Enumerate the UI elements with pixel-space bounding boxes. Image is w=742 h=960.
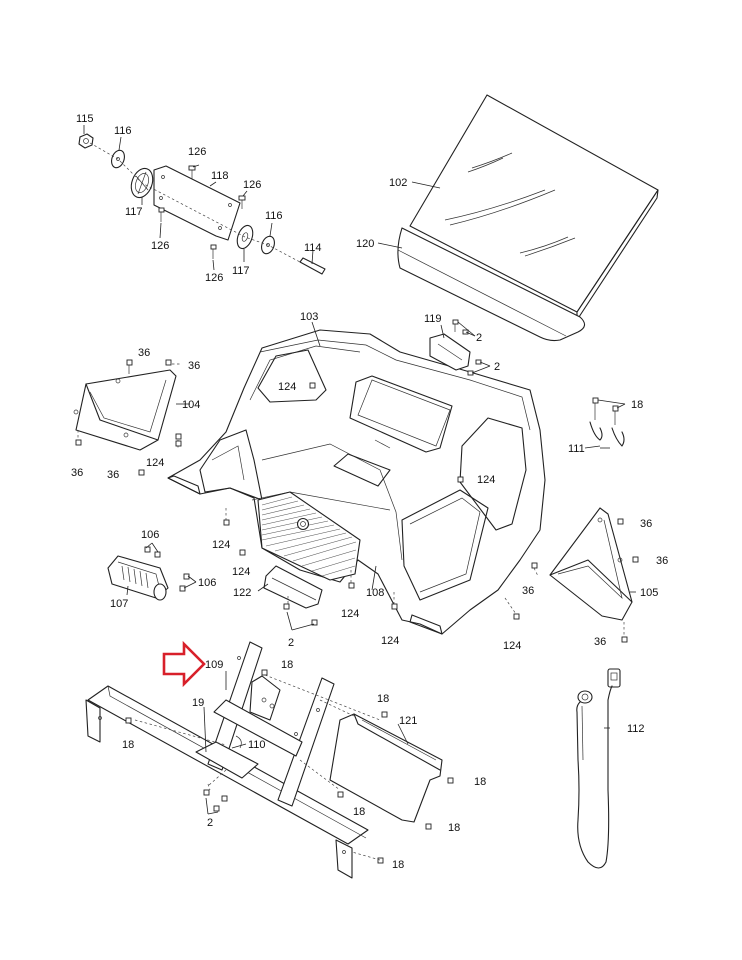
side-tray-104 — [73, 359, 182, 476]
label-124-e: 124 — [232, 566, 250, 578]
label-115: 115 — [76, 113, 94, 125]
label-2-d: 2 — [207, 817, 213, 829]
alignment-lines — [134, 674, 381, 861]
label-108: 108 — [366, 587, 384, 599]
label-117-right: 117 — [232, 265, 250, 277]
upright-frame-109 — [85, 641, 369, 879]
label-109: 109 — [205, 659, 223, 671]
label-124-a: 124 — [278, 381, 296, 393]
label-118: 118 — [211, 170, 229, 182]
label-112: 112 — [627, 723, 645, 735]
label-117-left: 117 — [125, 206, 143, 218]
safety-key-112 — [576, 668, 621, 869]
label-106-b: 106 — [198, 577, 216, 589]
label-18-d: 18 — [122, 739, 134, 751]
label-124-h: 124 — [503, 640, 521, 652]
screw-126-d — [210, 244, 217, 259]
label-36-a: 36 — [138, 347, 150, 359]
screw-126-b — [238, 195, 246, 209]
bracket-122 — [263, 565, 323, 626]
red-pointer-arrow — [162, 640, 206, 688]
label-120: 120 — [356, 238, 374, 250]
label-124-d: 124 — [212, 539, 230, 551]
label-18-b: 18 — [281, 659, 293, 671]
label-116-top: 116 — [114, 125, 132, 137]
label-126-b: 126 — [243, 179, 261, 191]
label-18-a: 18 — [631, 399, 643, 411]
label-105: 105 — [640, 587, 658, 599]
console-hood-103 — [167, 329, 546, 635]
label-107: 107 — [110, 598, 128, 610]
clips-111 — [589, 397, 625, 447]
label-36-h: 36 — [594, 636, 606, 648]
label-18-e: 18 — [474, 776, 486, 788]
label-114: 114 — [304, 242, 322, 254]
console-shelf-120 — [397, 227, 586, 342]
label-103: 103 — [300, 311, 318, 323]
label-106-a: 106 — [141, 529, 159, 541]
bracket-plate-118 — [153, 165, 241, 241]
label-124-b: 124 — [146, 457, 164, 469]
part-labels: 115 116 117 126 118 126 116 126 117 114 … — [71, 113, 668, 871]
speaker-grille — [261, 496, 357, 577]
label-36-b: 36 — [188, 360, 200, 372]
label-102: 102 — [389, 177, 407, 189]
label-18-h: 18 — [392, 859, 404, 871]
label-124-g: 124 — [381, 635, 399, 647]
screws-124 — [175, 382, 520, 620]
side-tray-105 — [531, 507, 639, 643]
screw-126-c — [158, 207, 165, 222]
fan-box-107 — [107, 546, 190, 601]
nut-115 — [78, 133, 94, 149]
label-124-c: 124 — [477, 474, 495, 486]
label-116-right: 116 — [265, 210, 283, 222]
label-126-a: 126 — [188, 146, 206, 158]
label-18-c: 18 — [377, 693, 389, 705]
label-18-g: 18 — [448, 822, 460, 834]
frame-screws — [125, 669, 384, 864]
label-2-b: 2 — [494, 361, 500, 373]
axle-114 — [299, 257, 326, 275]
pulley-bracket-group — [78, 133, 326, 275]
console-glass-102 — [409, 94, 659, 321]
label-110: 110 — [248, 739, 266, 751]
label-122: 122 — [233, 587, 251, 599]
label-36-g: 36 — [522, 585, 534, 597]
label-126-d: 126 — [205, 272, 223, 284]
bracket-119 — [429, 319, 482, 376]
leader-lines — [83, 125, 636, 815]
screw-126-a — [188, 165, 196, 179]
label-111: 111 — [568, 443, 585, 455]
label-36-c: 36 — [71, 467, 83, 479]
label-126-c: 126 — [151, 240, 169, 252]
speaker-knob — [296, 517, 310, 531]
label-18-f: 18 — [353, 806, 365, 818]
label-36-f: 36 — [656, 555, 668, 567]
label-104: 104 — [182, 399, 200, 411]
label-119: 119 — [424, 313, 442, 325]
label-19: 19 — [192, 697, 204, 709]
label-2-c: 2 — [288, 637, 294, 649]
label-36-d: 36 — [107, 469, 119, 481]
label-36-e: 36 — [640, 518, 652, 530]
motor-plate-121 — [329, 711, 454, 830]
label-124-f: 124 — [341, 608, 359, 620]
label-2-a: 2 — [476, 332, 482, 344]
label-121: 121 — [399, 715, 417, 727]
